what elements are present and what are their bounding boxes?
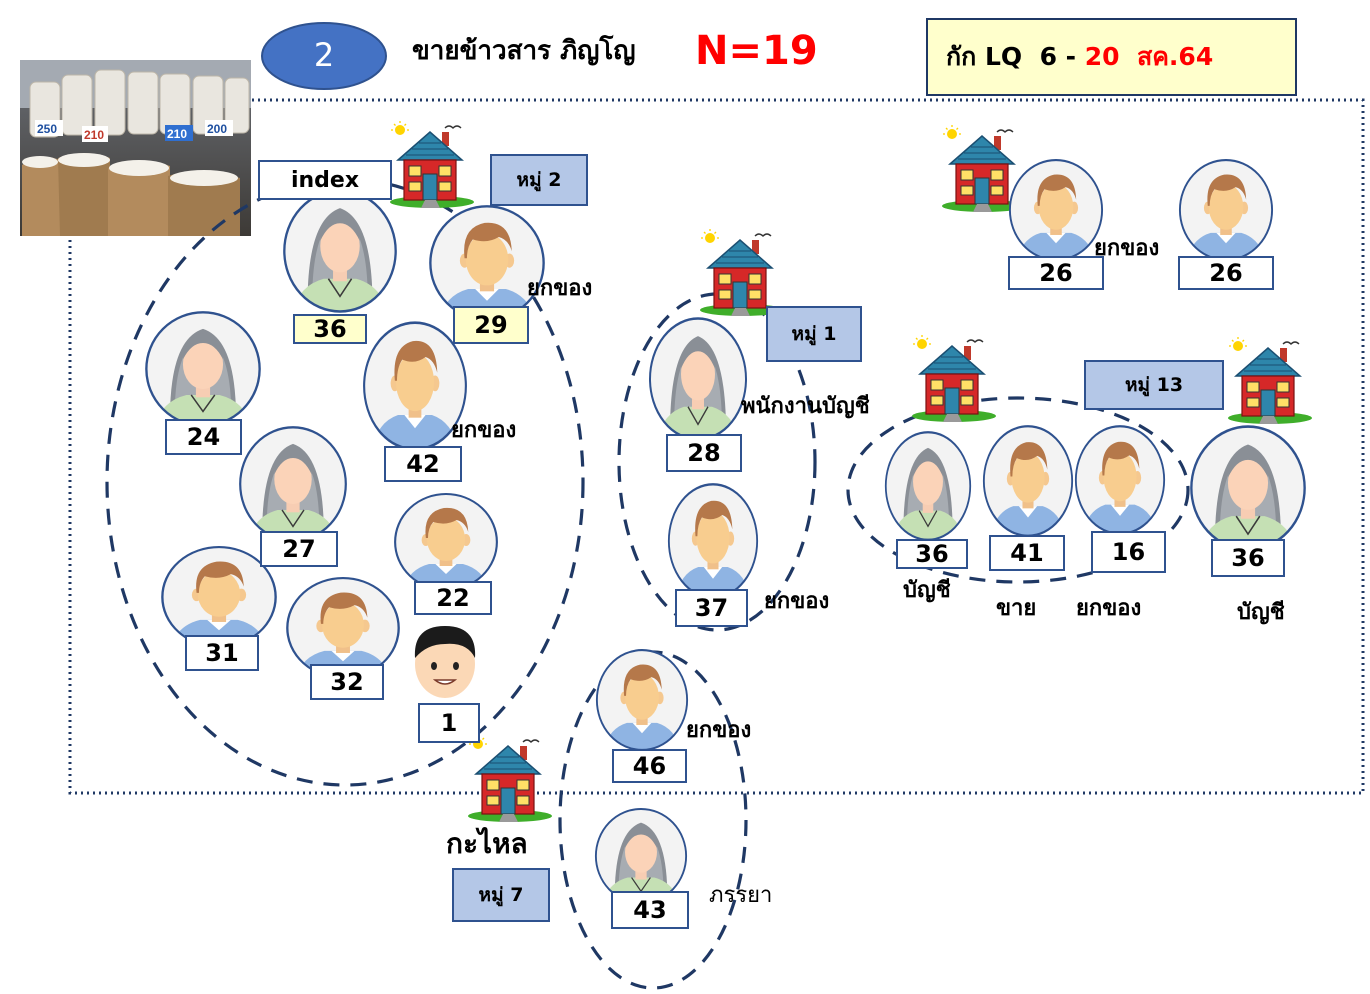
workplace-frame [68, 98, 1365, 795]
male-avatar-icon [1076, 426, 1164, 540]
age-box-27: 27 [260, 531, 338, 567]
male-avatar-icon [1010, 160, 1102, 266]
female-avatar-icon [146, 312, 259, 432]
male-avatar-icon [984, 426, 1072, 542]
female-avatar-icon [240, 427, 346, 547]
role-36c: บัญชี [1237, 600, 1285, 625]
role-28: พนักงานบัญชี [741, 394, 870, 419]
age-box-46: 46 [612, 749, 687, 783]
age-box-16: 16 [1091, 531, 1166, 573]
role-26: ยกของ [1094, 236, 1160, 261]
house-icon [699, 228, 785, 317]
cluster-moo13 [846, 396, 1190, 584]
house-icon [911, 334, 997, 423]
quarantine-prefix: กัก LQ 6 - [946, 42, 1085, 71]
age-box-22: 22 [414, 581, 492, 615]
rice-shop-photo-icon: 250 210 210 200 [20, 60, 251, 236]
age-box-26a: 26 [1008, 256, 1104, 290]
male-avatar-icon [1180, 160, 1272, 266]
house-icon [467, 734, 553, 823]
house-icon [389, 120, 475, 209]
moo2-label: หมู่ 2 [490, 154, 588, 206]
female-avatar-icon [886, 432, 970, 546]
cluster-moo1 [617, 292, 817, 632]
svg-text:250: 250 [37, 122, 57, 136]
age-box-28: 28 [666, 434, 742, 472]
moo1-label: หมู่ 1 [766, 306, 862, 362]
role-29: ยกของ [527, 276, 593, 301]
child-icon [414, 626, 476, 698]
svg-text:210: 210 [84, 128, 104, 142]
female-avatar-icon [650, 319, 746, 448]
role-41: ขาย [996, 596, 1037, 621]
female-avatar-icon [1191, 427, 1304, 558]
svg-text:200: 200 [207, 122, 227, 136]
female-avatar-icon [284, 191, 395, 320]
age-box-1: 1 [418, 703, 480, 743]
moo7-label: หมู่ 7 [452, 868, 550, 922]
badge-number [261, 22, 387, 90]
role-46: ยกของ [686, 718, 752, 743]
age-box-24: 24 [165, 419, 242, 455]
age-box-43: 43 [611, 891, 689, 929]
age-box-36c: 36 [1211, 539, 1285, 577]
svg-text:210: 210 [167, 127, 187, 141]
page-title: ขายข้าวสาร ภิญโญ [412, 36, 636, 66]
role-42: ยกของ [451, 418, 517, 443]
kalai-label: กะไหล [446, 827, 528, 860]
quarantine-date-box: กัก LQ 6 - 20 สค.64 [926, 18, 1297, 96]
age-box-29: 29 [453, 306, 529, 344]
role-43: ภรรยา [709, 883, 773, 908]
male-avatar-icon [597, 650, 687, 756]
age-box-31: 31 [185, 635, 259, 671]
age-box-37: 37 [675, 589, 748, 627]
age-box-41: 41 [989, 535, 1065, 571]
quarantine-highlight: 20 สค.64 [1084, 42, 1214, 71]
index-label: index [258, 160, 392, 200]
age-box-36a: 36 [293, 314, 367, 344]
moo13-label: หมู่ 13 [1084, 360, 1224, 410]
role-36b: บัญชี [903, 578, 951, 603]
role-37: ยกของ [764, 589, 830, 614]
n-count: N=19 [695, 28, 818, 74]
age-box-36b: 36 [896, 539, 968, 569]
age-box-42: 42 [384, 446, 462, 482]
badge-number-text: 2 [313, 36, 335, 74]
age-box-32: 32 [310, 664, 384, 700]
age-box-26b: 26 [1178, 256, 1274, 290]
role-16: ยกของ [1076, 596, 1142, 621]
male-avatar-icon [669, 484, 757, 604]
house-icon [1227, 336, 1313, 425]
